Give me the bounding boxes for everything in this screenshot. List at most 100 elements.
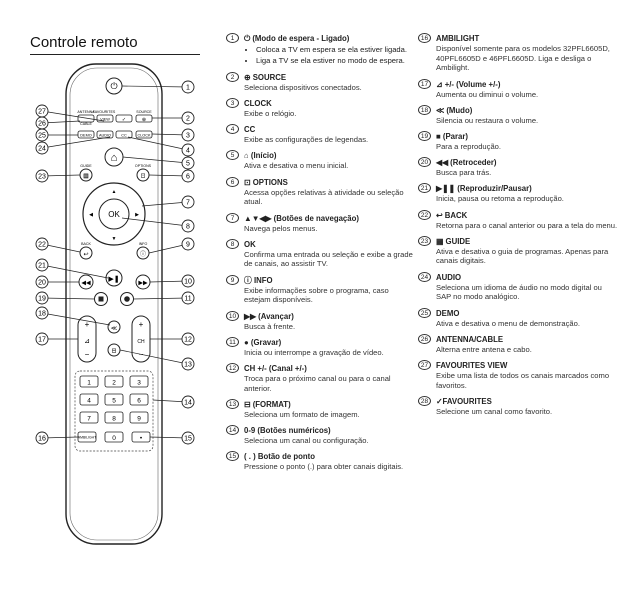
legend-number-badge: 7 bbox=[226, 212, 239, 223]
key-6-label: 6 bbox=[137, 397, 141, 404]
legend-item-title: ANTENNA/CABLE bbox=[436, 334, 504, 344]
legend-item-title: CLOCK bbox=[244, 99, 272, 109]
key-6-button bbox=[129, 393, 149, 406]
play-pause-icon: ▶❚ bbox=[108, 275, 119, 283]
legend-item-description: Silencia ou restaura o volume. bbox=[436, 115, 539, 125]
key-9-button bbox=[129, 411, 149, 424]
callout-label-20: 20 bbox=[38, 280, 46, 287]
key-7-button bbox=[79, 411, 99, 424]
nav-down-icon: ▼ bbox=[112, 236, 117, 242]
legend-item-title: ▶❚❚ (Reproduzir/Pausar) bbox=[436, 184, 532, 194]
legend-number-badge: 25 bbox=[418, 307, 431, 318]
forward-icon: ▶▶ bbox=[138, 281, 148, 287]
callout-label-6: 6 bbox=[186, 174, 190, 181]
key-5-label: 5 bbox=[112, 397, 116, 404]
callout-label-16: 16 bbox=[38, 436, 46, 443]
callout-line-21 bbox=[41, 264, 109, 279]
legend-number-badge: 17 bbox=[418, 78, 431, 89]
callout-line-7 bbox=[141, 201, 189, 207]
legend-item-description: Seleciona um formato de imagem. bbox=[244, 409, 360, 419]
legend-item-1: 1⏻ (Modo de espera - Ligado)Coloca a TV … bbox=[226, 33, 414, 66]
view-label: VIEW bbox=[100, 118, 110, 122]
back-button bbox=[79, 246, 93, 260]
legend-number-badge: 22 bbox=[418, 209, 431, 220]
callout-line-1 bbox=[121, 85, 189, 88]
callout-label-27: 27 bbox=[38, 109, 46, 116]
key-2-button bbox=[104, 375, 124, 388]
callout-5 bbox=[181, 156, 195, 170]
legend-item-20: 20◀◀ (Retroceder)Busca para trás. bbox=[418, 157, 618, 178]
callout-label-3: 3 bbox=[186, 133, 190, 140]
ch-label: CH bbox=[137, 339, 145, 345]
source-icon: ⊕ bbox=[142, 117, 146, 123]
legend-number-badge: 2 bbox=[226, 71, 239, 82]
legend-item-description: Navega pelos menus. bbox=[244, 223, 318, 233]
callout-24 bbox=[35, 141, 49, 155]
legend-number-badge: 28 bbox=[418, 395, 431, 406]
options-icon: ⊡ bbox=[140, 174, 145, 180]
callout-3 bbox=[181, 128, 195, 142]
legend-item-title: ▦ GUIDE bbox=[436, 236, 471, 246]
legend-item-title: OK bbox=[244, 239, 256, 249]
callout-1 bbox=[181, 80, 195, 94]
ambilight-label: AMBILIGHT bbox=[78, 436, 96, 440]
favourites-check-button bbox=[115, 114, 133, 123]
legend-number-badge: 19 bbox=[418, 131, 431, 141]
legend-item-description: Ativa e desativa o menu inicial. bbox=[244, 161, 349, 171]
mute-button bbox=[107, 320, 121, 334]
legend-item-description: Confirma uma entrada ou seleção e exibe … bbox=[244, 249, 413, 269]
callout-label-17: 17 bbox=[38, 337, 46, 344]
format-icon: ⊟ bbox=[111, 349, 116, 355]
ok-button bbox=[98, 198, 130, 230]
legend-item-description: Alterna entre antena e cabo. bbox=[436, 344, 532, 354]
key-0-button bbox=[104, 431, 124, 443]
callout-label-15: 15 bbox=[184, 436, 192, 443]
clock-button bbox=[135, 130, 153, 139]
legend-number-badge: 26 bbox=[418, 333, 431, 344]
callout-line-18 bbox=[41, 312, 111, 326]
legend-item-title: 0-9 (Botões numéricos) bbox=[244, 426, 331, 436]
antenna-cable-button bbox=[77, 114, 95, 123]
callout-8 bbox=[181, 219, 195, 233]
source-button bbox=[135, 114, 153, 123]
back-label: BACK bbox=[81, 242, 91, 246]
legend-item-description: Busca para trás. bbox=[436, 168, 492, 178]
key-0-label: 0 bbox=[112, 435, 116, 442]
nav-right-icon: ▶ bbox=[135, 212, 139, 218]
info-icon: ⓘ bbox=[140, 250, 146, 258]
callout-7 bbox=[181, 195, 195, 209]
legend-number-badge: 11 bbox=[226, 336, 239, 347]
callout-21 bbox=[35, 258, 49, 272]
callout-label-2: 2 bbox=[186, 116, 190, 123]
legend-number-badge: 21 bbox=[418, 183, 431, 194]
home-icon: ⌂ bbox=[111, 152, 118, 164]
callout-line-24 bbox=[41, 136, 111, 149]
keypad-group bbox=[74, 370, 154, 452]
callout-19 bbox=[35, 291, 49, 305]
callout-label-5: 5 bbox=[186, 161, 190, 168]
key-7-label: 7 bbox=[87, 415, 91, 422]
legend-item-title: ⊟ (FORMAT) bbox=[244, 399, 291, 409]
remote-control-illustration: ⏻ ANTENNA CABLE FAVOURITES VIEW ✓ SOURCE… bbox=[35, 63, 195, 545]
legend-item-description: Para a reprodução. bbox=[436, 141, 502, 151]
legend-item-description: Aumenta ou diminui o volume. bbox=[436, 89, 539, 99]
callout-12 bbox=[181, 332, 195, 346]
check-icon: ✓ bbox=[122, 117, 126, 123]
legend-number-badge: 5 bbox=[226, 150, 239, 161]
callout-label-7: 7 bbox=[186, 200, 190, 207]
legend-item-title: CH +/- (Canal +/-) bbox=[244, 363, 307, 373]
legend-item-description: Seleciona dispositivos conectados. bbox=[244, 82, 362, 92]
key-8-button bbox=[104, 411, 124, 424]
legend-number-badge: 27 bbox=[418, 359, 431, 370]
callout-markers: 1234567891011121314152726252423222120191… bbox=[35, 80, 195, 445]
